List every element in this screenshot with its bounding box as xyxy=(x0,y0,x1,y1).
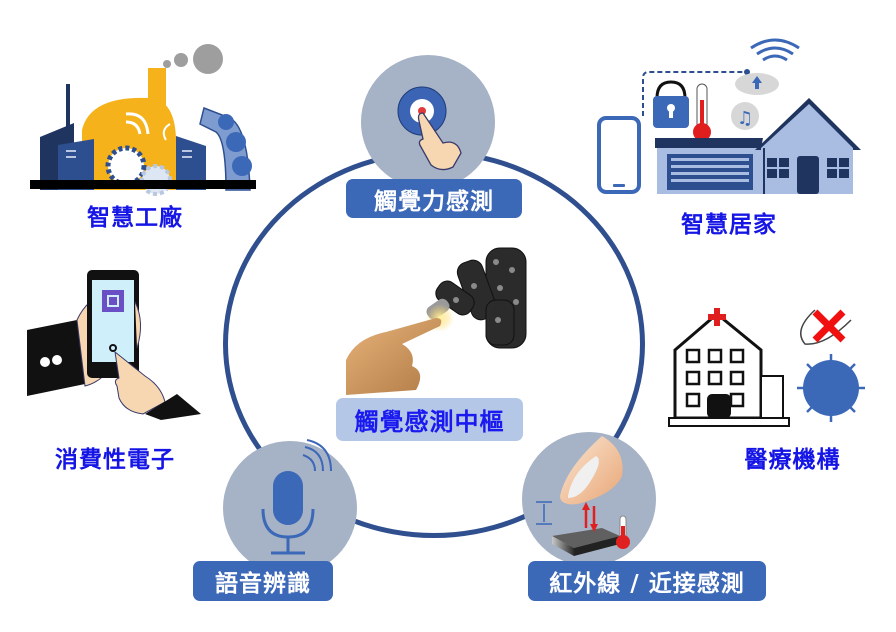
smart-factory-label: 智慧工廠 xyxy=(87,205,183,231)
ir-proximity-sensing-label: 紅外線 / 近接感測 xyxy=(528,561,766,601)
smart-factory-icon xyxy=(30,44,256,196)
smart-home-icon: ♫ xyxy=(597,38,861,194)
consumer-electronics-label: 消費性電子 xyxy=(55,447,175,473)
voice-recognition-label: 語音辨識 xyxy=(193,561,333,601)
smart-home-label: 智慧居家 xyxy=(681,212,777,238)
microphone-icon xyxy=(261,439,332,555)
svg-text:♫: ♫ xyxy=(737,108,753,129)
finger-proximity-sensor-icon xyxy=(536,436,630,556)
hospital-virus-icon xyxy=(668,308,865,427)
human-robot-finger-touch-icon xyxy=(346,247,527,395)
smartphone-hand-icon xyxy=(27,270,201,420)
medical-institution-label: 醫療機構 xyxy=(744,447,841,473)
hub-node: 觸覺感測中樞 xyxy=(336,240,536,445)
tactile-force-sensing-label: 觸覺力感測 xyxy=(346,179,522,218)
finger-press-button-icon xyxy=(397,86,462,171)
hub-label: 觸覺感測中樞 xyxy=(336,398,523,441)
